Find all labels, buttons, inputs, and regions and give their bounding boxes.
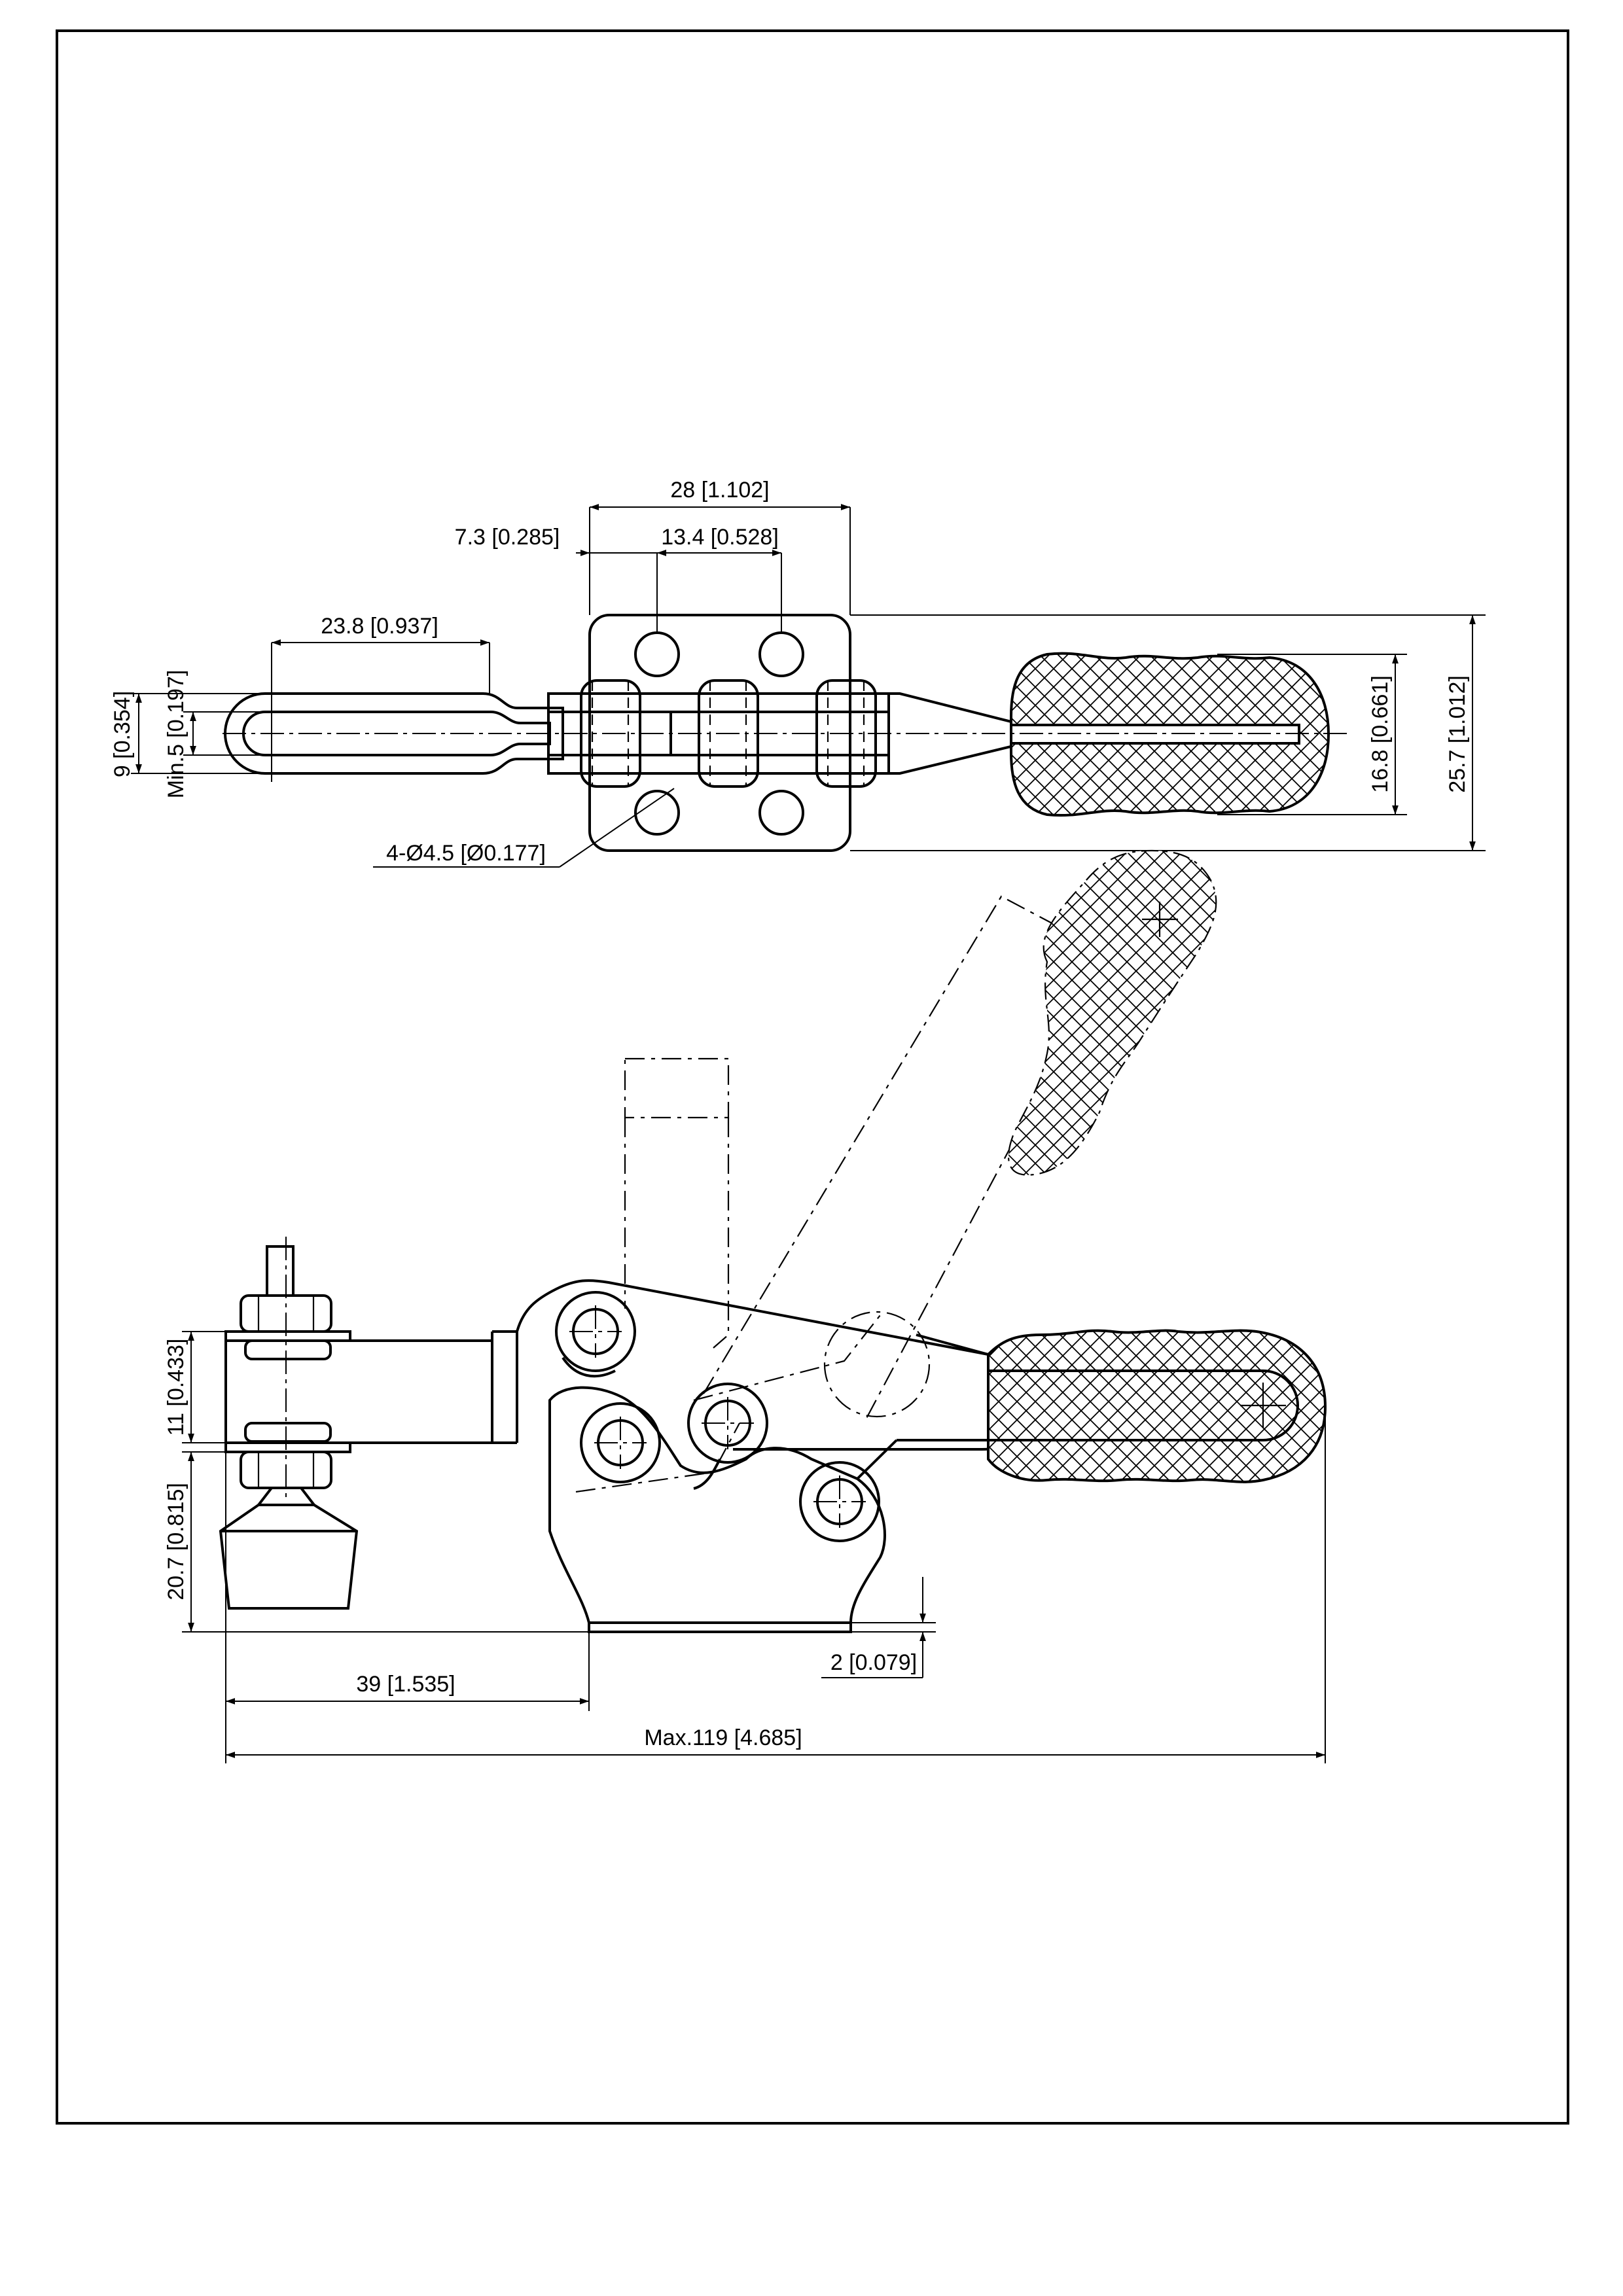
- threaded-spindle: [266, 1245, 294, 1297]
- top-view: 28 [1.102] 7.3 [0.285] 13.4 [0.528] 23.8…: [110, 478, 1486, 868]
- dim-label: 9 [0.354]: [110, 691, 135, 777]
- mounting-hole: [634, 631, 680, 677]
- clamp-arm: [492, 1279, 1012, 1359]
- dim-hole-offsets: 7.3 [0.285] 13.4 [0.528]: [455, 525, 782, 633]
- dim-overall-base-width: 28 [1.102]: [589, 478, 851, 615]
- dim-label: 13.4 [0.528]: [661, 525, 779, 550]
- side-view: 11 [0.433] 20.7 [0.815] 2 [0.079] 39 [1.…: [164, 849, 1327, 1763]
- spindle-washer-bottom: [224, 1441, 351, 1453]
- dim-overall-length: Max.119 [4.685]: [226, 1407, 1326, 1763]
- dim-label: Max.119 [4.685]: [644, 1725, 802, 1750]
- dim-base-thickness: 2 [0.079]: [821, 1577, 936, 1678]
- dim-label: 23.8 [0.937]: [321, 614, 438, 639]
- pivot-pin: [687, 1383, 768, 1464]
- spindle-slot: [242, 711, 551, 756]
- dim-arm-height: 11 [0.433]: [164, 1331, 226, 1443]
- pivot-pin: [799, 1461, 880, 1542]
- dim-mounting-holes: 4-Ø4.5 [Ø0.177]: [373, 788, 675, 868]
- mounting-hole: [758, 631, 804, 677]
- handle-core: [987, 1369, 1299, 1441]
- spindle-washer-top: [224, 1330, 351, 1342]
- pivot-pins: [555, 1291, 880, 1542]
- dim-overall-height: 25.7 [1.012]: [850, 614, 1486, 851]
- dim-label: Min.5 [0.197]: [164, 670, 188, 799]
- dim-label: 2 [0.079]: [830, 1650, 917, 1675]
- dim-label: 39 [1.535]: [356, 1672, 455, 1697]
- pivot-pin: [580, 1402, 661, 1483]
- spindle-collar-bottom: [244, 1422, 332, 1443]
- released-position-phantom: [575, 849, 1217, 1493]
- handle-grip: [987, 1329, 1327, 1483]
- dim-label: 28 [1.102]: [670, 478, 769, 503]
- spindle-assembly: [219, 1237, 492, 1610]
- mounting-hole: [758, 790, 804, 836]
- dim-handle-grip-width: 16.8 [0.661]: [1217, 654, 1407, 815]
- dim-spindle-height: 20.7 [0.815]: [164, 1451, 589, 1633]
- dim-spindle-slot-length: 23.8 [0.937]: [271, 614, 490, 782]
- dim-label: 11 [0.433]: [164, 1339, 188, 1436]
- dim-label: 20.7 [0.815]: [164, 1483, 188, 1600]
- pivot-pin: [555, 1291, 636, 1372]
- dim-base-offset: 39 [1.535]: [225, 1443, 590, 1763]
- spindle-collar-top: [244, 1339, 332, 1360]
- dim-label: 4-Ø4.5 [Ø0.177]: [386, 841, 546, 866]
- dim-label: 16.8 [0.661]: [1368, 675, 1393, 793]
- mounting-hole: [634, 790, 680, 836]
- dim-label: 25.7 [1.012]: [1445, 675, 1470, 793]
- dim-slot-width: 9 [0.354] Min.5 [0.197]: [110, 670, 265, 799]
- dim-label: 7.3 [0.285]: [455, 525, 560, 550]
- rubber-pad: [219, 1504, 359, 1610]
- sheet-border: [56, 29, 1569, 2125]
